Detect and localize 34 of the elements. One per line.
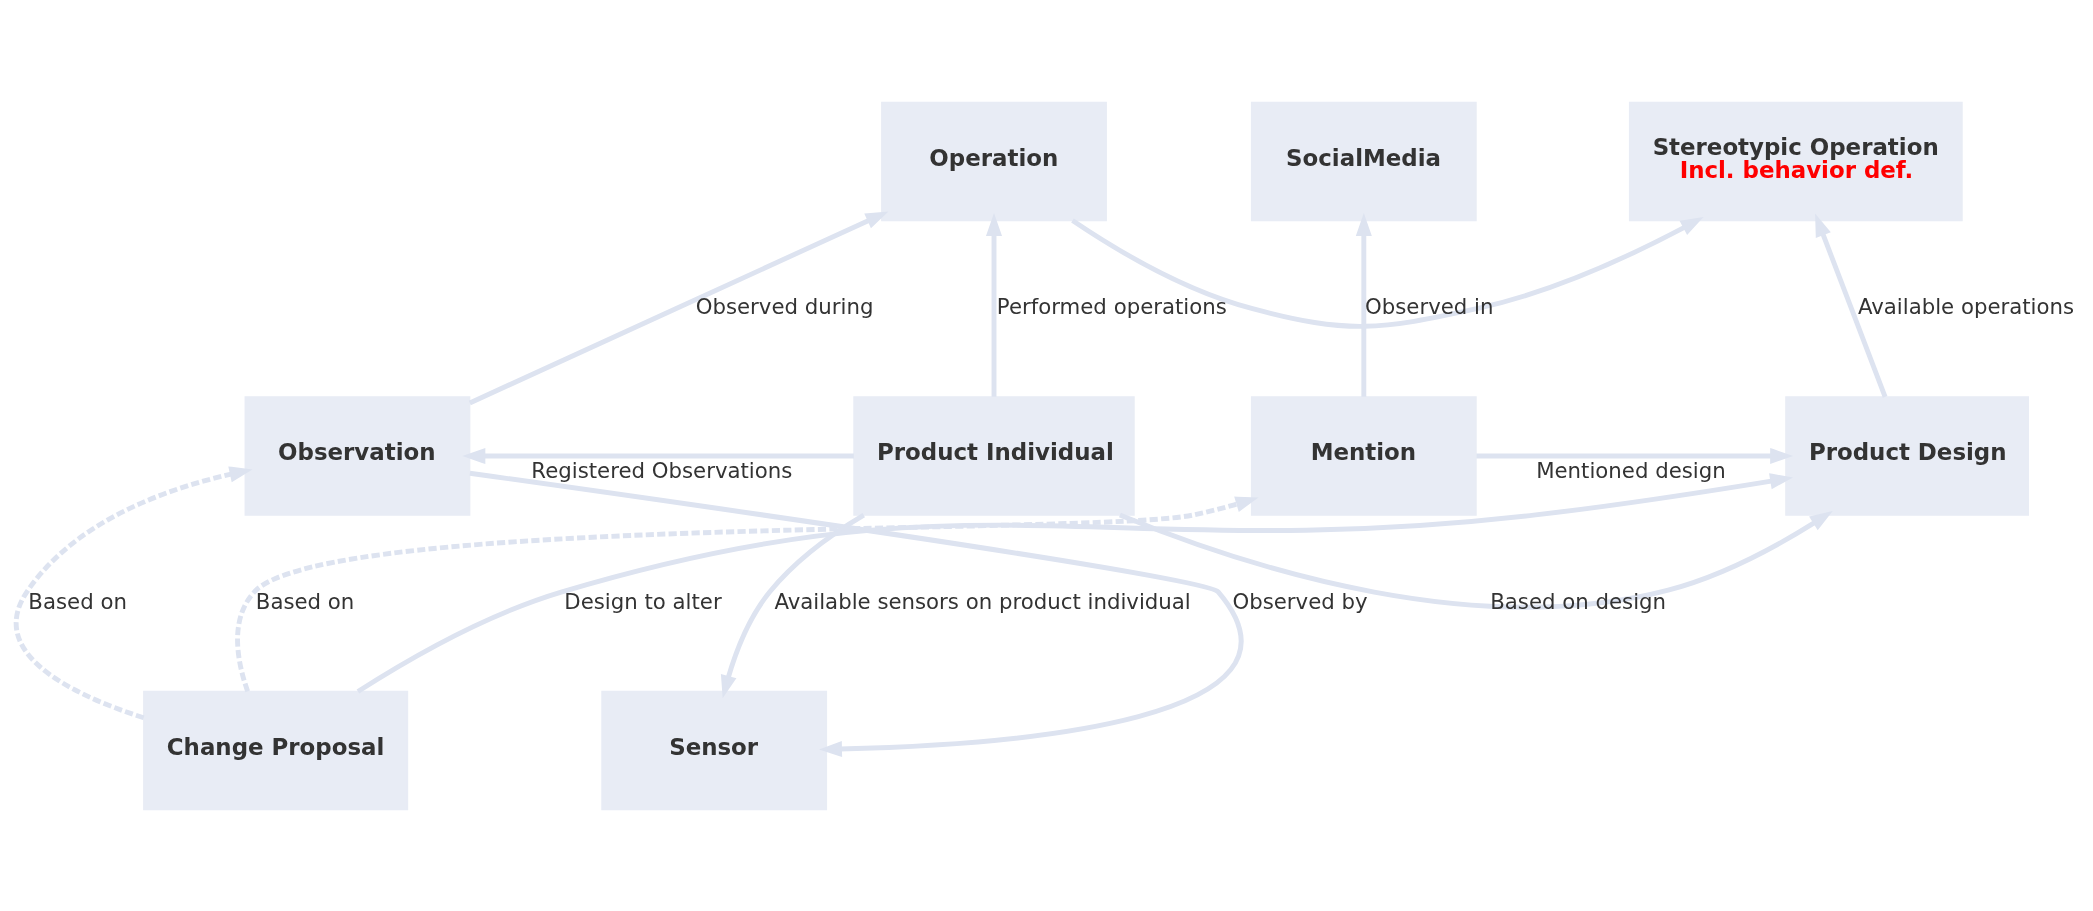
edge-label: Observed during bbox=[695, 293, 874, 319]
edge-label: Registered Observations bbox=[531, 457, 793, 483]
node-box: SocialMedia bbox=[1250, 101, 1477, 221]
arrow bbox=[1071, 216, 1704, 329]
arrow bbox=[14, 465, 253, 720]
arrow bbox=[1815, 213, 1888, 398]
arrow bbox=[235, 496, 1259, 692]
arrow bbox=[356, 472, 1794, 694]
arrow bbox=[1355, 212, 1372, 397]
node-box: Change Proposal bbox=[143, 690, 409, 810]
edge-label: Available operations bbox=[1857, 293, 2075, 319]
node-box: Product Individual bbox=[853, 395, 1135, 516]
arrow bbox=[1119, 510, 1833, 609]
edge-label: Based on bbox=[255, 588, 355, 614]
node-box: Sensor bbox=[601, 690, 828, 810]
arrow bbox=[1476, 447, 1794, 464]
edge-label: Based on design bbox=[1490, 588, 1667, 614]
node-box: Observation bbox=[244, 395, 471, 516]
edge-label: Design to alter bbox=[564, 588, 722, 614]
node-box: Mention bbox=[1250, 395, 1477, 516]
arrow bbox=[985, 212, 1003, 397]
edge-label: Mentioned design bbox=[1536, 457, 1726, 483]
edge-label: Available sensors on product individual bbox=[774, 588, 1191, 614]
arrow bbox=[462, 447, 854, 464]
arrow bbox=[468, 210, 889, 405]
edge-label: Performed operations bbox=[996, 293, 1227, 319]
arrow bbox=[469, 470, 1243, 757]
edge-label: Based on bbox=[28, 588, 127, 614]
node-box: Stereotypic Operation Incl. behavior def. bbox=[1628, 101, 1963, 221]
node-box: Product Design bbox=[1785, 395, 2029, 516]
node-box: Operation bbox=[881, 101, 1107, 221]
edge-label: Observed in bbox=[1365, 293, 1494, 319]
edge-label: Observed by bbox=[1232, 588, 1368, 614]
arrow bbox=[720, 512, 865, 698]
